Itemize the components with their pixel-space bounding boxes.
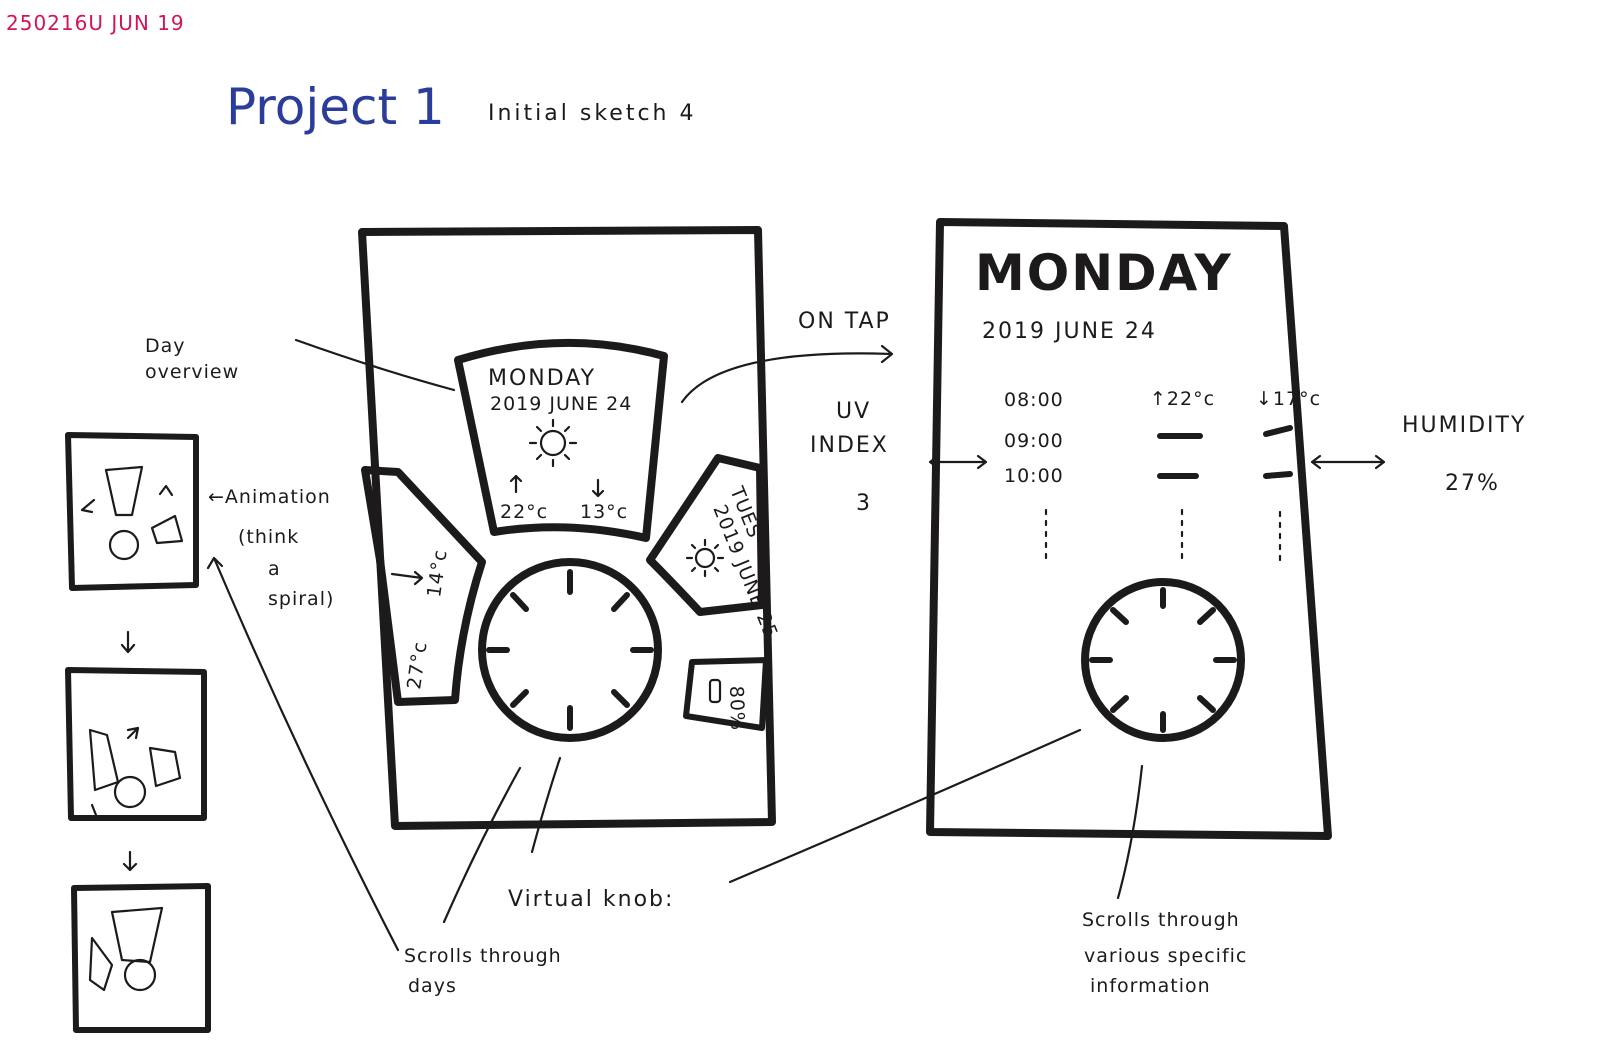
- animation-frame-2: [65, 667, 207, 821]
- detail-time-3: 10:00: [1004, 465, 1064, 487]
- knob-icon-detail[interactable]: [1081, 578, 1245, 742]
- label-uv-index-1: UV: [836, 399, 871, 424]
- day-card-monday[interactable]: MONDAY 2019 JUNE 24 22°c 13°c: [454, 338, 668, 542]
- detail-header-low: ↓17°c: [1256, 388, 1321, 410]
- detail-header-high: ↑22°c: [1150, 388, 1215, 410]
- knob-icon[interactable]: [478, 558, 662, 742]
- label-uv-index-3: 3: [856, 491, 872, 516]
- label-day-overview-2: overview: [145, 361, 239, 383]
- arrow-down-2: [122, 850, 138, 872]
- day-card-low: 13°c: [580, 501, 628, 523]
- day-card-high: 22°c: [500, 501, 548, 523]
- label-scrolls-days-2: days: [408, 975, 457, 997]
- sun-icon-small: [685, 538, 725, 578]
- small-card-text: 80%: [725, 685, 749, 731]
- detail-date: 2019 JUNE 24: [982, 319, 1157, 344]
- label-on-tap: ON TAP: [798, 309, 891, 334]
- label-scrolls-info-3: information: [1090, 975, 1211, 997]
- leader-day-overview: [294, 338, 456, 392]
- leader-virtual-knob-detail: [728, 728, 1082, 884]
- detail-time-2: 09:00: [1004, 430, 1064, 452]
- arrow-up-icon: [509, 474, 523, 494]
- detail-time-list[interactable]: 08:00 09:00 10:00: [1004, 389, 1064, 487]
- animation-note-line-4: spiral): [268, 588, 334, 610]
- label-day-overview-1: Day: [145, 335, 186, 357]
- label-uv-index-2: INDEX: [810, 433, 889, 458]
- sun-icon: [528, 418, 578, 468]
- arrow-uv-index: [928, 454, 988, 470]
- stamp-text: 250216U JUN 19: [6, 11, 185, 35]
- animation-note-line-3: a: [268, 558, 281, 580]
- page-subtitle: Initial sketch 4: [488, 101, 696, 126]
- arrow-on-tap: [680, 344, 894, 404]
- day-card-date: 2019 JUNE 24: [490, 393, 632, 415]
- phone-main-frame: [358, 226, 776, 830]
- left-card-temp1: 14°c: [423, 548, 451, 599]
- arrow-down-icon: [591, 478, 605, 498]
- day-card-day: MONDAY: [488, 366, 596, 391]
- leader-virtual-knob-main: [530, 756, 562, 854]
- animation-note-line-2: (think: [238, 526, 299, 548]
- detail-placeholder-dashes: [1044, 425, 1293, 568]
- page-title: Project 1: [226, 78, 445, 136]
- leader-scrolls-info: [1116, 764, 1144, 900]
- label-virtual-knob: Virtual knob:: [508, 887, 674, 912]
- label-scrolls-days-1: Scrolls through: [404, 945, 562, 967]
- label-scrolls-info-2: various specific: [1084, 945, 1247, 967]
- arrow-down-1: [120, 630, 136, 654]
- label-humidity-1: HUMIDITY: [1402, 413, 1526, 438]
- phone-detail-frame: [926, 218, 1332, 840]
- label-scrolls-info-1: Scrolls through: [1082, 909, 1240, 931]
- detail-day: MONDAY: [975, 244, 1233, 302]
- detail-time-1: 08:00: [1004, 389, 1064, 411]
- small-card[interactable]: 80%: [683, 657, 769, 731]
- leader-animation: [206, 556, 400, 952]
- day-card-tuesday[interactable]: TUES 2019 JUNE 25: [646, 454, 782, 642]
- animation-note: ←Animation (think a spiral): [208, 486, 334, 610]
- arrow-right-icon: [390, 570, 424, 586]
- arrow-humidity: [1310, 454, 1386, 470]
- label-humidity-2: 27%: [1445, 471, 1500, 496]
- leader-scrolls-days: [442, 766, 522, 924]
- left-card-temp2: 27°c: [403, 640, 431, 691]
- animation-frame-1: [65, 432, 199, 591]
- animation-frame-3: [71, 883, 211, 1033]
- animation-note-line-1: ←Animation: [208, 486, 331, 508]
